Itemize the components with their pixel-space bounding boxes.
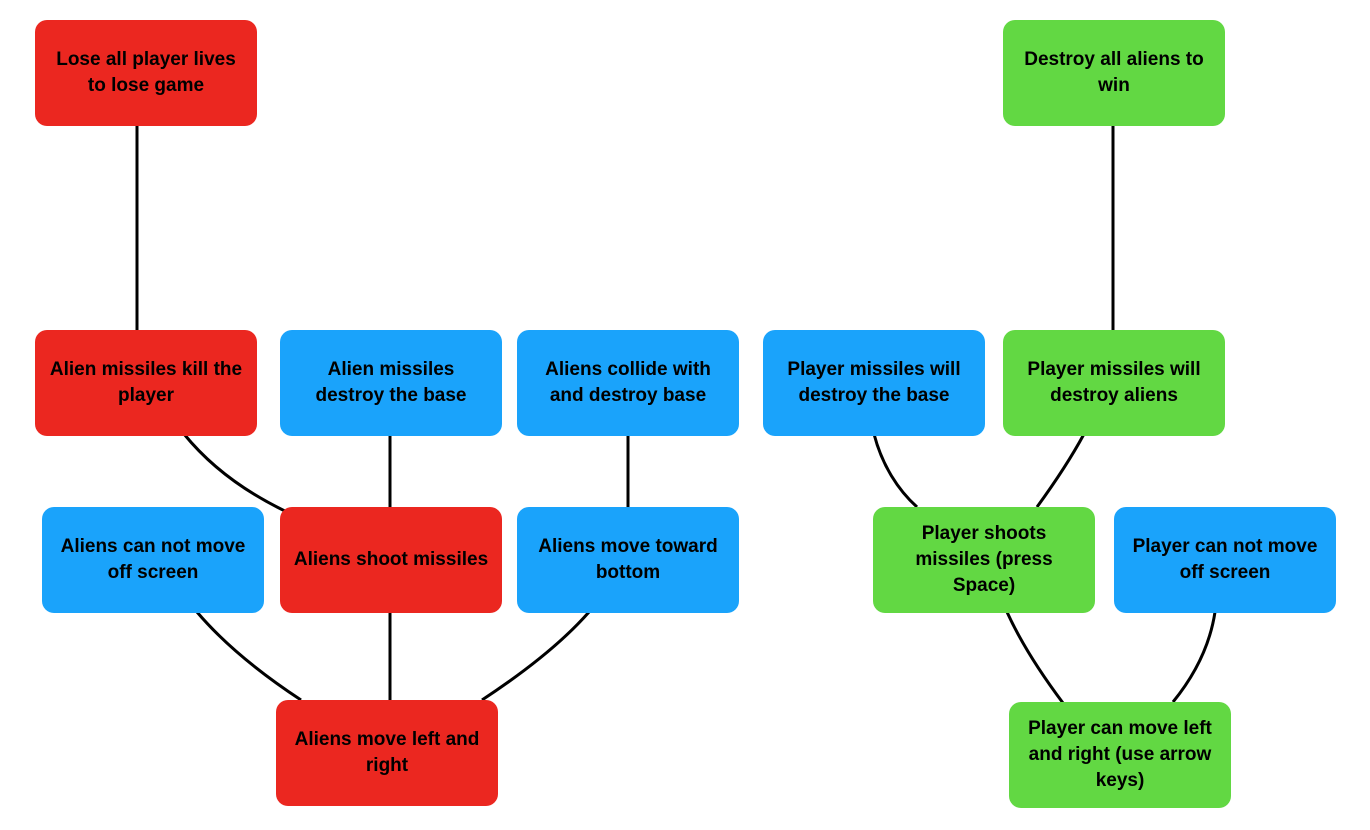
node-win-game-label: Destroy all aliens to win [1024, 49, 1204, 96]
edge-player-aliens-to-shoot [1035, 433, 1086, 508]
edge-player-offscreen-to-move [1171, 611, 1217, 703]
node-win-game: Destroy all aliens to win [1003, 20, 1225, 126]
edge-offscreen-to-alien-move [195, 611, 302, 702]
node-aliens-shoot-missiles: Aliens shoot missiles [280, 507, 502, 613]
node-player-missiles-destroy-base-label: Player missiles will destroy the base [787, 359, 961, 406]
node-alien-missiles-kill-player: Alien missiles kill the player [35, 330, 257, 436]
node-player-missiles-destroy-aliens: Player missiles will destroy aliens [1003, 330, 1225, 436]
node-alien-missiles-destroy-base: Alien missiles destroy the base [280, 330, 502, 436]
node-alien-missiles-destroy-base-label: Alien missiles destroy the base [315, 359, 467, 406]
edge-player-shoot-to-move [1005, 611, 1065, 704]
node-aliens-move-toward-bottom-label: Aliens move toward bottom [538, 536, 718, 583]
node-player-missiles-destroy-aliens-label: Player missiles will destroy aliens [1027, 359, 1201, 406]
node-lose-game-label: Lose all player lives to lose game [56, 49, 236, 96]
node-aliens-shoot-missiles-label: Aliens shoot missiles [293, 549, 489, 570]
node-player-missiles-destroy-base: Player missiles will destroy the base [763, 330, 985, 436]
node-player-shoots-missiles-label: Player shoots missiles (press Space) [915, 523, 1053, 596]
node-lose-game: Lose all player lives to lose game [35, 20, 257, 126]
node-player-move-left-right-label: Player can move left and right (use arro… [1028, 718, 1212, 791]
node-player-cannot-move-offscreen: Player can not move off screen [1114, 507, 1336, 613]
node-aliens-cannot-move-offscreen: Aliens can not move off screen [42, 507, 264, 613]
node-aliens-move-left-right-label: Aliens move left and right [294, 729, 480, 776]
node-alien-missiles-kill-player-label: Alien missiles kill the player [49, 359, 243, 406]
edge-bottom-to-alien-move [481, 611, 591, 702]
node-aliens-collide-base: Aliens collide with and destroy base [517, 330, 739, 436]
node-player-cannot-move-offscreen-label: Player can not move off screen [1132, 536, 1318, 583]
node-aliens-move-left-right: Aliens move left and right [276, 700, 498, 806]
node-aliens-cannot-move-offscreen-label: Aliens can not move off screen [60, 536, 246, 583]
edge-player-base-to-shoot [872, 433, 919, 509]
node-aliens-collide-base-label: Aliens collide with and destroy base [545, 359, 711, 406]
node-player-shoots-missiles: Player shoots missiles (press Space) [873, 507, 1095, 613]
edge-alien-kill-to-shoot [182, 433, 288, 514]
node-player-move-left-right: Player can move left and right (use arro… [1009, 702, 1231, 808]
node-aliens-move-toward-bottom: Aliens move toward bottom [517, 507, 739, 613]
